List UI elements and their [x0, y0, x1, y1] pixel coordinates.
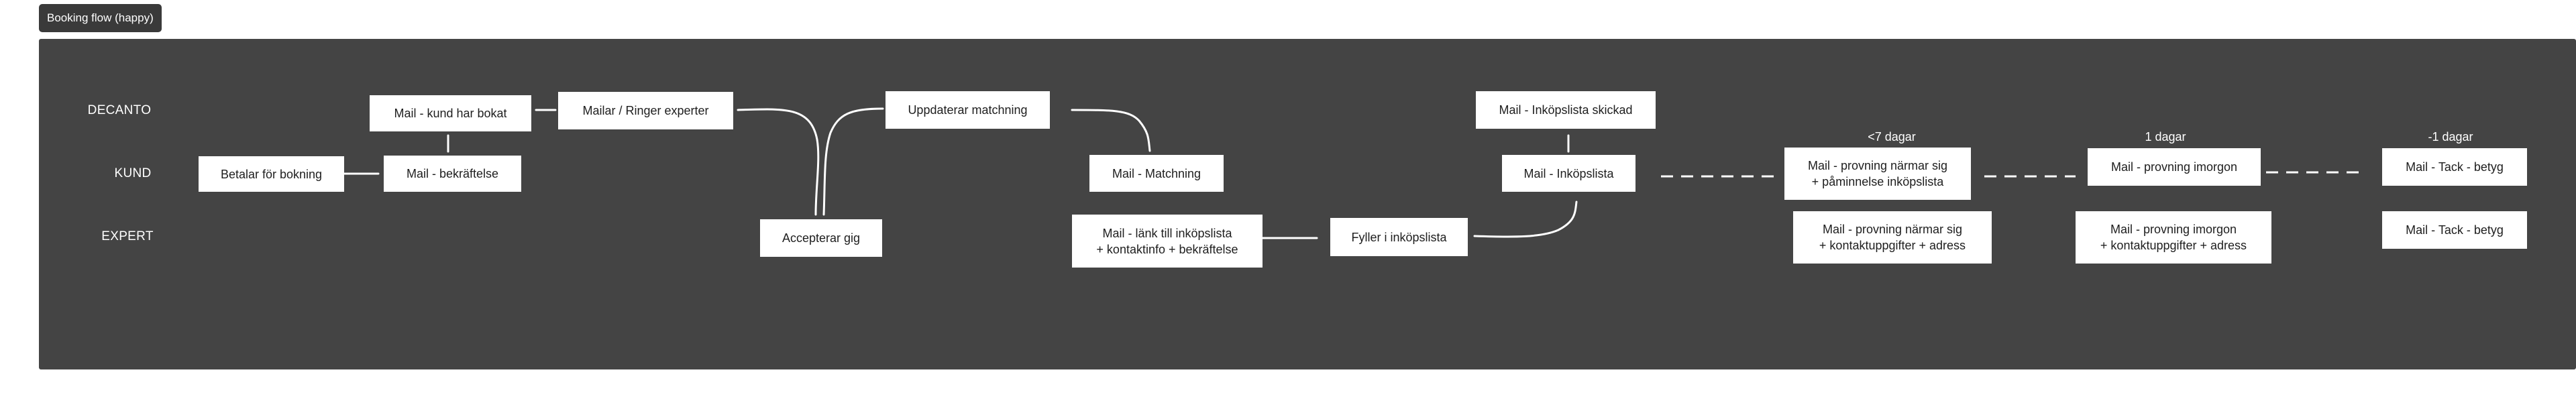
lane-label-expert: EXPERT	[101, 229, 154, 243]
node-kund-provning-narmar-sig[interactable]: Mail - provning närmar sig + påminnelse …	[1784, 148, 1971, 200]
node-kund-provning-imorgon[interactable]: Mail - provning imorgon	[2088, 148, 2261, 186]
node-mail-inkopslista-skickad[interactable]: Mail - Inköpslista skickad	[1476, 91, 1656, 129]
connector-uppdaterar-matchning	[1071, 109, 1151, 152]
diagram-canvas: DECANTO KUND EXPERT <7 dagar 1 dagar -1 …	[39, 39, 2576, 369]
frame-label[interactable]: Booking flow (happy)	[39, 4, 162, 32]
lane-label-decanto: DECANTO	[87, 103, 152, 117]
connector-fyller-inkopslista	[1473, 200, 1578, 238]
lane-label-kund: KUND	[114, 166, 152, 180]
node-mail-inkopslista[interactable]: Mail - Inköpslista	[1502, 155, 1635, 192]
node-mail-matchning[interactable]: Mail - Matchning	[1089, 155, 1224, 192]
node-fyller-i-inkopslista[interactable]: Fyller i inköpslista	[1330, 218, 1468, 256]
connector-accepterar-uppdaterar	[822, 107, 884, 216]
day-label-under-7: <7 dagar	[1868, 130, 1916, 143]
connectors	[343, 107, 2367, 239]
node-kund-tack-betyg[interactable]: Mail - Tack - betyg	[2382, 148, 2527, 186]
day-label-1: 1 dagar	[2145, 130, 2186, 143]
node-expert-tack-betyg[interactable]: Mail - Tack - betyg	[2382, 211, 2527, 249]
node-betalar-for-bokning[interactable]: Betalar för bokning	[199, 156, 344, 192]
day-label-minus-1: -1 dagar	[2428, 130, 2473, 143]
node-mail-lank-inkopslista[interactable]: Mail - länk till inköpslista + kontaktin…	[1072, 215, 1263, 268]
node-mailar-ringer-experter[interactable]: Mailar / Ringer experter	[558, 92, 733, 129]
node-mail-bekraftelse[interactable]: Mail - bekräftelse	[384, 156, 521, 192]
node-expert-provning-imorgon[interactable]: Mail - provning imorgon + kontaktuppgift…	[2076, 211, 2271, 264]
connector-mailar-accepterar	[737, 108, 820, 216]
node-accepterar-gig[interactable]: Accepterar gig	[760, 219, 882, 257]
node-mail-kund-har-bokat[interactable]: Mail - kund har bokat	[370, 95, 531, 131]
node-uppdaterar-matchning[interactable]: Uppdaterar matchning	[885, 91, 1050, 129]
node-expert-provning-narmar-sig[interactable]: Mail - provning närmar sig + kontaktuppg…	[1793, 211, 1992, 264]
